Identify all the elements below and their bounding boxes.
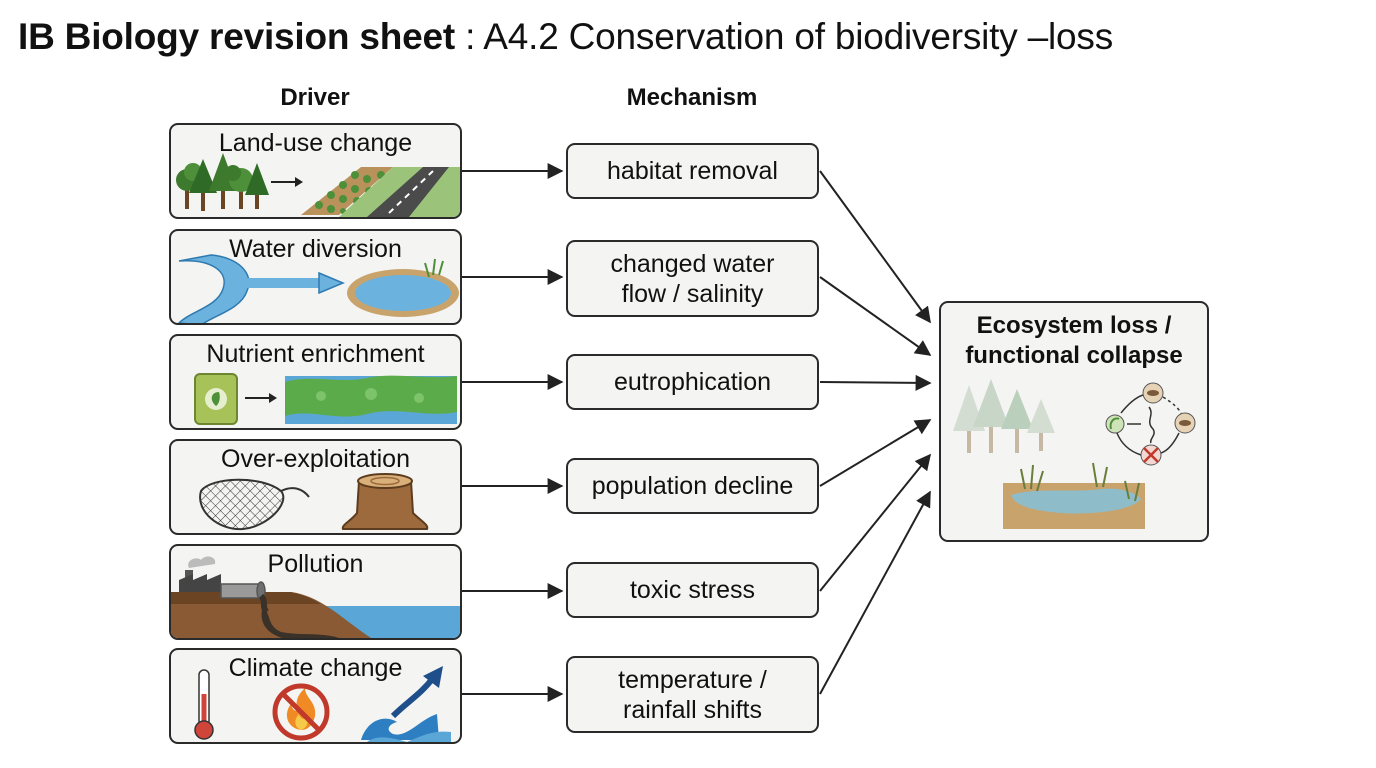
column-header-driver: Driver [280,84,350,111]
driver-label: Water diversion [229,235,402,263]
thermometer-icon [194,669,214,740]
pipe-icon [220,581,270,615]
arrow-mech-4 [819,419,932,487]
road-icon [339,167,460,217]
mechanism-label: temperature / rainfall shifts [618,665,767,724]
diversion-arrow-icon [241,271,345,295]
driver-box-land-use: Land-use change [169,123,462,219]
mechanism-box-1: habitat removal [566,143,819,199]
algal-bloom-icon [285,375,457,424]
mechanism-label: changed water flow / salinity [610,249,775,308]
mechanism-label: habitat removal [607,157,778,185]
dry-wetland-icon [1003,462,1145,529]
driver-label: Climate change [228,654,403,682]
title-rest: : A4.2 Conservation of biodiversity –los… [455,16,1114,57]
driver-label: Nutrient enrichment [206,340,425,368]
arrow-mech-1 [819,170,931,324]
nutrient-illustration [194,373,457,425]
mechanism-label: toxic stress [629,576,756,604]
pond-icon [347,258,459,317]
driver-label: Land-use change [218,129,413,157]
driver-box-climate: Climate change [169,648,462,744]
driver-label: Over-exploitation [221,445,410,473]
fishing-net-icon [199,478,310,531]
no-fire-icon [272,683,330,741]
mechanism-label: population decline [591,472,794,500]
page-title: IB Biology revision sheet : A4.2 Conserv… [18,16,1113,58]
tree-stump-icon [341,473,429,530]
mechanism-box-5: toxic stress [566,562,819,618]
arrow-mech-6 [819,490,931,695]
climate-illustration [194,666,451,742]
outcome-label: Ecosystem loss / functional collapse [965,312,1183,369]
arrow-mech-3 [819,374,932,391]
driver-label: Pollution [267,550,364,578]
title-bold: IB Biology revision sheet [18,16,456,57]
mechanism-box-2: changed water flow / salinity [566,240,819,317]
mechanism-box-4: population decline [566,458,819,514]
driver-box-nutrient: Nutrient enrichment [169,334,462,430]
column-header-mechanism: Mechanism [626,84,758,111]
wave-arrow-icon [361,666,451,742]
mechanism-box-6: temperature / rainfall shifts [566,656,819,733]
arrow-icon [245,393,277,403]
broken-food-web-icon [1105,382,1196,466]
outcome-illustration [953,379,1196,529]
mechanism-label: eutrophication [613,368,772,396]
outcome-box: Ecosystem loss / functional collapse [939,301,1209,542]
arrow-mech-5 [819,453,932,592]
arrow-icon [271,177,303,187]
arrow-mech-2 [819,276,932,356]
forest-icon [176,153,269,211]
polluted-shore-icon [171,592,460,638]
river-icon [177,254,250,323]
water-diversion-illustration [177,254,459,323]
driver-box-over-exploitation: Over-exploitation [169,439,462,535]
land-use-illustration [176,153,460,217]
fertilizer-bag-icon [194,373,238,425]
mechanism-box-3: eutrophication [566,354,819,410]
factory-icon [179,556,221,592]
driver-box-water-diversion: Water diversion [169,229,462,325]
over-exploitation-illustration [199,473,429,531]
pollution-illustration [171,556,460,638]
driver-box-pollution: Pollution [169,544,462,640]
faded-forest-icon [953,379,1055,453]
